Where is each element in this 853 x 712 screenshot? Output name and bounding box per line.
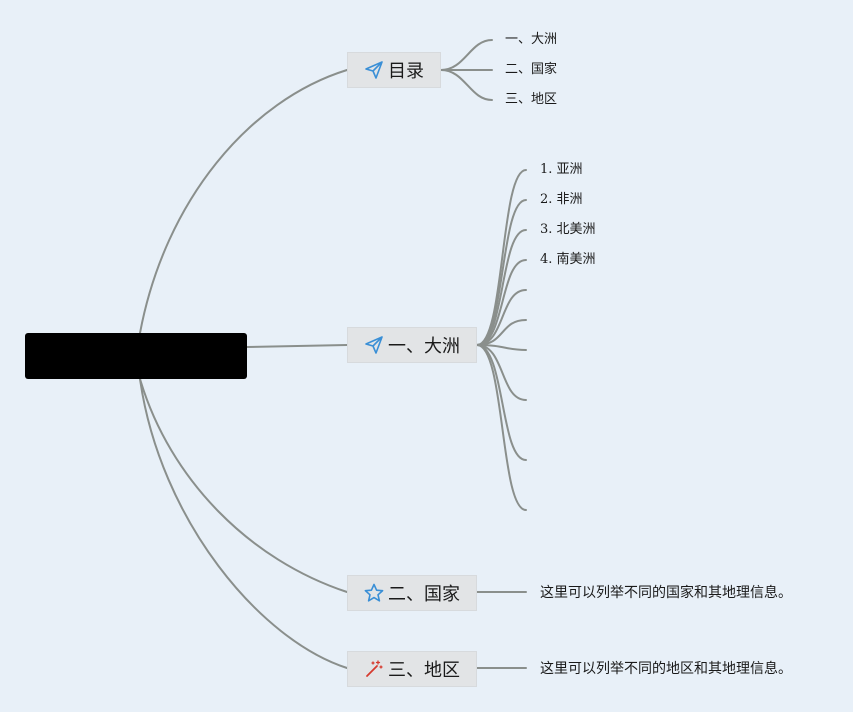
topic-toc[interactable]: 目录: [347, 52, 441, 88]
topic-toc-label: 目录: [388, 61, 424, 82]
topic-regions[interactable]: 三、地区: [347, 651, 477, 687]
paper-plane-icon: [364, 335, 384, 355]
continent-item[interactable]: 4. 南美洲: [540, 252, 596, 267]
topic-countries[interactable]: 二、国家: [347, 575, 477, 611]
topic-regions-label: 三、地区: [388, 660, 460, 681]
edge-cont-2: [476, 199, 527, 346]
star-icon: [364, 583, 384, 603]
regions-note[interactable]: 这里可以列举不同的地区和其地理信息。: [540, 661, 792, 677]
root-topic[interactable]: [25, 333, 247, 379]
continent-item[interactable]: 1. 亚洲: [540, 162, 583, 177]
toc-item[interactable]: 三、地区: [505, 92, 558, 107]
paper-plane-icon: [364, 60, 384, 80]
edge-cont-9: [476, 344, 527, 461]
topic-continents-label: 一、大洲: [388, 336, 460, 357]
toc-item[interactable]: 二、国家: [505, 62, 558, 77]
edge-cont-3: [476, 229, 527, 346]
edge-root-regions: [139, 378, 348, 669]
edge-root-toc: [139, 69, 348, 334]
topic-continents[interactable]: 一、大洲: [347, 327, 477, 363]
edge-cont-8: [476, 344, 527, 401]
countries-note[interactable]: 这里可以列举不同的国家和其地理信息。: [540, 585, 792, 601]
edge-cont-5: [476, 289, 527, 346]
edge-cont-10: [476, 344, 527, 511]
magic-wand-icon: [364, 659, 384, 679]
continent-item[interactable]: 2. 非洲: [540, 192, 583, 207]
topic-countries-label: 二、国家: [388, 584, 460, 605]
edge-cont-4: [476, 259, 527, 346]
edge-toc-1: [440, 39, 493, 71]
toc-item[interactable]: 一、大洲: [505, 32, 558, 47]
edge-root-continents: [246, 344, 348, 348]
edge-root-countries: [139, 378, 348, 593]
edge-toc-3: [440, 69, 493, 101]
continent-item[interactable]: 3. 北美洲: [540, 222, 596, 237]
